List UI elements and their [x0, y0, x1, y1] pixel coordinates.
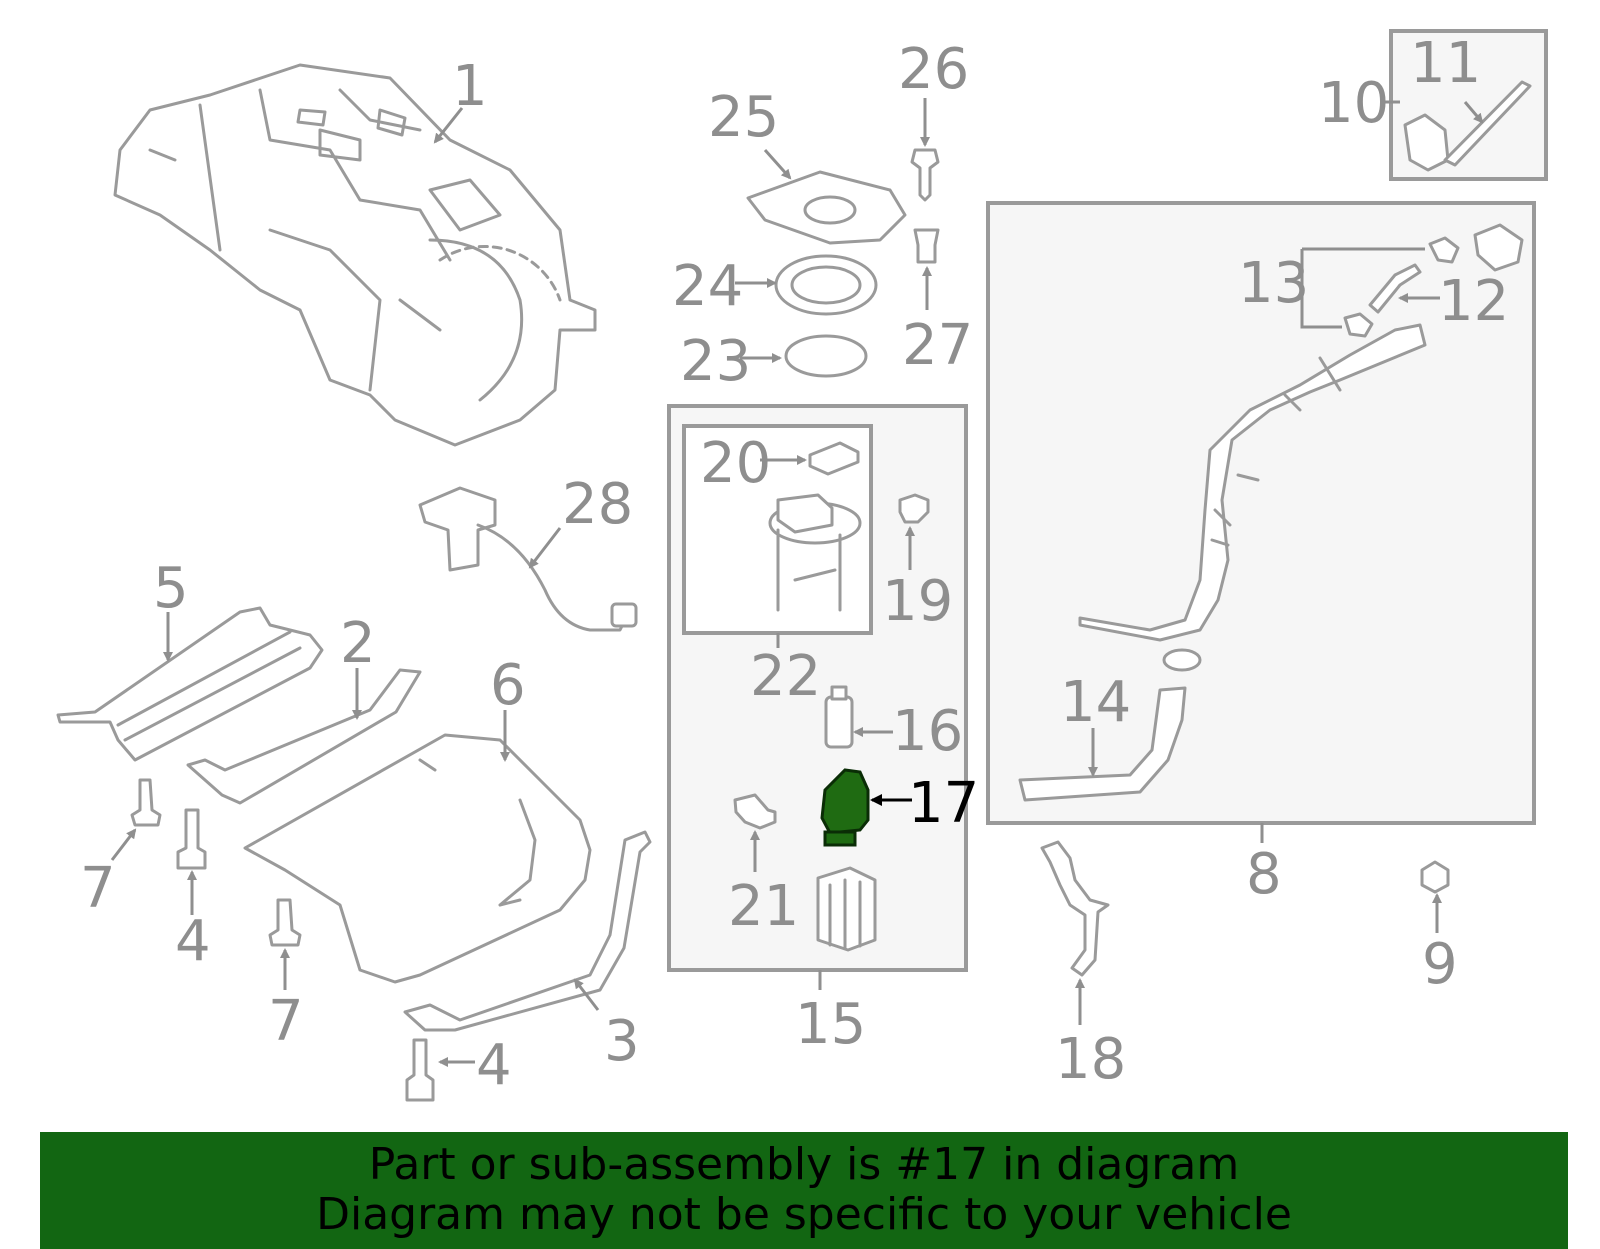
callout-27: 27 — [902, 313, 973, 378]
bolt-7a[interactable] — [130, 778, 162, 827]
filler-cap[interactable] — [1473, 223, 1524, 272]
callout-28: 28 — [562, 472, 633, 537]
callout-13: 13 — [1238, 251, 1309, 316]
bolt-4b[interactable] — [405, 1038, 435, 1102]
callout-3: 3 — [604, 1009, 640, 1074]
part-21-valve[interactable] — [733, 793, 777, 830]
fuel-filter-highlighted[interactable] — [820, 768, 870, 847]
pressure-regulator[interactable] — [824, 685, 854, 749]
leader-1 — [433, 107, 464, 144]
sender-connector[interactable] — [808, 441, 860, 476]
banner-line-1: Part or sub-assembly is #17 in diagram — [368, 1139, 1240, 1190]
tank-strap-rear[interactable] — [403, 830, 652, 1032]
callout-19: 19 — [882, 569, 953, 634]
bolt-7b[interactable] — [268, 898, 302, 947]
hose-clamp-top[interactable] — [1428, 236, 1460, 264]
tank-under-cover[interactable] — [243, 733, 592, 984]
callout-22: 22 — [750, 644, 821, 709]
filler-neck-pipe[interactable] — [1078, 323, 1427, 642]
leader-11 — [1463, 101, 1484, 124]
leader-25 — [763, 149, 792, 180]
callout-4b: 4 — [476, 1033, 512, 1098]
leader-7a — [110, 828, 137, 861]
breather-hose[interactable] — [1368, 263, 1422, 314]
callout-25: 25 — [708, 85, 779, 150]
tank-strap-front[interactable] — [186, 668, 422, 805]
callout-16: 16 — [892, 699, 963, 764]
filler-hose[interactable] — [1018, 686, 1187, 802]
screw-26[interactable] — [910, 148, 940, 202]
bracket-18[interactable] — [1040, 840, 1110, 977]
callout-24: 24 — [672, 254, 743, 319]
leader-28 — [528, 527, 562, 569]
fuel-door-cable[interactable] — [1443, 80, 1532, 167]
bolt-4a[interactable] — [176, 808, 207, 870]
grommet-27[interactable] — [913, 228, 940, 264]
callout-26: 26 — [898, 37, 969, 102]
callout-18: 18 — [1055, 1027, 1126, 1092]
gasket-23[interactable] — [784, 334, 868, 378]
callout-1: 1 — [452, 54, 488, 119]
filler-neck-assembly-box — [986, 201, 1536, 825]
callout-21: 21 — [728, 874, 799, 939]
leader-13 — [1300, 247, 1425, 329]
callout-2: 2 — [340, 611, 376, 676]
callout-23: 23 — [680, 329, 751, 394]
callout-20: 20 — [700, 431, 771, 496]
lock-ring[interactable] — [774, 254, 878, 316]
level-sender-unit[interactable] — [768, 493, 862, 612]
callout-11: 11 — [1410, 31, 1481, 96]
hose-clamp-bottom[interactable] — [1343, 312, 1374, 338]
part-19-clip[interactable] — [898, 493, 930, 524]
vapor-valve[interactable] — [418, 486, 638, 632]
leader-3 — [573, 978, 600, 1011]
callout-17: 17 — [908, 771, 979, 836]
nut-9[interactable] — [1420, 860, 1450, 894]
fuel-tank[interactable] — [113, 63, 597, 447]
callout-15: 15 — [795, 992, 866, 1057]
callout-5: 5 — [153, 556, 189, 621]
callout-4a: 4 — [175, 909, 211, 974]
callout-14: 14 — [1060, 670, 1131, 735]
pump-cover-plate[interactable] — [746, 170, 907, 245]
banner-line-2: Diagram may not be specific to your vehi… — [316, 1189, 1292, 1240]
callout-6: 6 — [490, 653, 526, 718]
callout-7b: 7 — [268, 989, 304, 1054]
info-banner: Part or sub-assembly is #17 in diagram D… — [40, 1132, 1568, 1249]
filler-hose-clamp[interactable] — [1162, 648, 1202, 672]
callout-12: 12 — [1438, 269, 1509, 334]
pump-reservoir[interactable] — [816, 866, 877, 952]
callout-10: 10 — [1318, 71, 1389, 136]
callout-7a: 7 — [80, 856, 116, 921]
callout-8: 8 — [1246, 842, 1282, 907]
callout-9: 9 — [1422, 932, 1458, 997]
heat-shield[interactable] — [56, 606, 324, 762]
